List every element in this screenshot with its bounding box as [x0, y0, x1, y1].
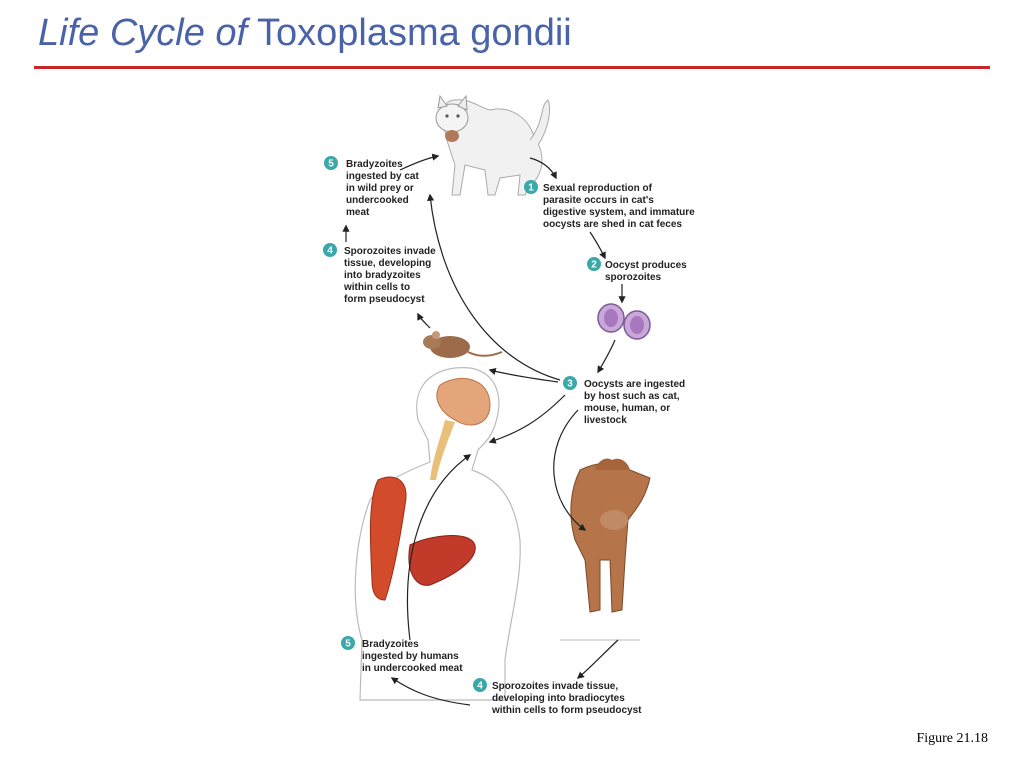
cat-illustration [435, 94, 551, 196]
step-5-human-text: Bradyzoites ingested by humans in underc… [362, 639, 463, 674]
arrow-mouse-to-step4 [417, 312, 431, 329]
title-organism: Toxoplasma gondii [256, 12, 572, 54]
cycle-arrows [342, 153, 626, 706]
step-5-cat: 5 Bradyzoites ingested by cat in wild pr… [324, 156, 422, 218]
step-5-cat-number: 5 [328, 159, 334, 170]
cow-illustration [560, 458, 651, 641]
step-4-livestock-badge [473, 678, 487, 692]
step-4-mouse-text: Sporozoites invade tissue, developing in… [343, 246, 438, 305]
step-4-mouse: 4 Sporozoites invade tissue, developing … [323, 243, 438, 305]
arrow-step4-lower-to-step5-lower [390, 677, 471, 706]
step-5-human-number: 5 [345, 639, 351, 650]
arrow-cow-to-step4-lower [576, 639, 619, 679]
step-1-number: 1 [528, 183, 534, 194]
arrow-oocyst-to-step3 [597, 339, 616, 374]
step-2-text: Oocyst produces sporozoites [605, 260, 689, 283]
human-illustration [354, 367, 521, 701]
step-2-badge [587, 257, 601, 271]
step-5-human: 5 Bradyzoites ingested by humans in unde… [341, 636, 463, 674]
arrow-step5-to-cat [399, 153, 440, 171]
step-3-text: Oocysts are ingested by host such as cat… [584, 379, 688, 426]
step-3: 3 Oocysts are ingested by host such as c… [563, 376, 688, 426]
step-1-text: Sexual reproduction of parasite occurs i… [543, 183, 698, 230]
mouse-illustration [423, 331, 503, 358]
step-4-livestock-text: Sporozoites invade tissue, developing in… [491, 681, 642, 716]
step-2-number: 2 [591, 260, 597, 271]
step-4-livestock-number: 4 [477, 681, 483, 692]
arrow-step3-to-human [488, 394, 566, 444]
step-5-cat-badge [324, 156, 338, 170]
title-rule [34, 66, 990, 69]
arrow-step3-to-cat [427, 193, 561, 381]
step-4-livestock: 4 Sporozoites invade tissue, developing … [473, 678, 642, 716]
title-italic: Life Cycle of [38, 12, 248, 54]
step-5-human-badge [341, 636, 355, 650]
arrow-step1-to-step2 [589, 231, 606, 260]
arrow-cat-to-step1 [529, 157, 557, 180]
figure-label: Figure 21.18 [916, 731, 988, 746]
step-4-mouse-number: 4 [327, 246, 333, 257]
step-2: 2 Oocyst produces sporozoites [587, 257, 689, 283]
step-3-number: 3 [567, 379, 573, 390]
step-3-badge [563, 376, 577, 390]
step-1: 1 Sexual reproduction of parasite occurs… [524, 180, 698, 230]
slide-title: Life Cycle of Toxoplasma gondii [38, 12, 572, 55]
oocyst-illustration [597, 303, 651, 340]
arrow-step3-to-cow [553, 409, 587, 531]
step-1-badge [524, 180, 538, 194]
step-5-cat-text: Bradyzoites ingested by cat in wild prey… [346, 159, 422, 218]
arrow-step5-lower-to-human [407, 454, 472, 641]
arrow-step3-to-mouse [488, 368, 559, 383]
step-4-mouse-badge [323, 243, 337, 257]
